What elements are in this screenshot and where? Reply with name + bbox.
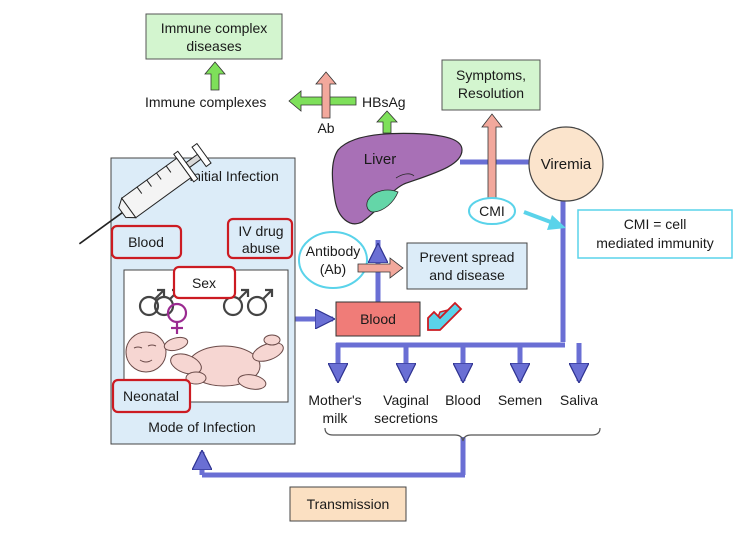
symptoms-line1: Symptoms, (456, 67, 526, 83)
cmi-label: CMI (479, 203, 505, 219)
syringe-illustration (78, 142, 212, 245)
prevent-line1: Prevent spread (420, 249, 515, 265)
prevent-spread-box (406, 242, 528, 290)
fluid-mothers-milk-line2: milk (323, 410, 349, 426)
gender-symbols-right (222, 288, 274, 317)
antibody-highlight (298, 231, 368, 289)
sex-box (172, 265, 237, 300)
arrow-antibody-to-prevent (357, 257, 404, 279)
cmi-note-line2: mediated immunity (596, 235, 714, 251)
symptoms-box (441, 59, 541, 111)
arrow-ab-up (315, 71, 337, 119)
sex-label: Sex (192, 275, 216, 291)
fluids-bracket (324, 427, 601, 442)
transmission-label: Transmission (307, 496, 390, 512)
liver-label: Liver (364, 151, 397, 168)
fluid-saliva: Saliva (560, 392, 598, 408)
blood-center-box (335, 301, 421, 337)
infection-blood-label: Blood (128, 234, 164, 250)
arrow-complexes-to-diseases (204, 61, 226, 91)
immune-complex-diseases-box (145, 13, 283, 60)
iv-drug-line2: abuse (242, 240, 280, 256)
immune-complex-diseases-line1: Immune complex (161, 20, 268, 36)
immune-complex-diseases-line2: diseases (186, 38, 241, 54)
infection-blood-box (110, 224, 183, 260)
fluid-semen: Semen (498, 392, 542, 408)
arrow-cmi-to-symptoms (481, 113, 503, 199)
blood-pointer-arrow-body (427, 301, 463, 331)
iv-drug-box (226, 217, 294, 260)
infection-panel-title: Initial Infection (189, 168, 279, 184)
symptoms-line2: Resolution (458, 85, 524, 101)
viremia-circle (528, 126, 604, 202)
transmission-box (289, 486, 407, 522)
hbsag-label: HBsAg (362, 94, 406, 110)
viremia-label: Viremia (541, 156, 592, 173)
infection-panel-footer: Mode of Infection (148, 419, 255, 435)
antibody-line2: (Ab) (320, 261, 346, 277)
neonatal-label: Neonatal (123, 388, 179, 404)
blue-arrowheads (202, 245, 579, 475)
ab-label: Ab (317, 120, 334, 136)
blood-center-label: Blood (360, 311, 396, 327)
liver-illustration (331, 132, 463, 225)
immune-complexes-label: Immune complexes (145, 94, 266, 110)
fluid-blood: Blood (445, 392, 481, 408)
fluid-vaginal-line2: secretions (374, 410, 438, 426)
gender-symbols-left (138, 288, 188, 334)
arrow-liver-to-hbsag (376, 110, 398, 134)
cmi-note-line1: CMI = cell (624, 216, 687, 232)
cmi-note-arrow-head (547, 215, 566, 230)
baby-face (133, 344, 157, 363)
cmi-highlight (468, 197, 516, 225)
cmi-note-box (577, 209, 733, 259)
prevent-line2: and disease (429, 267, 505, 283)
fluid-mothers-milk-line1: Mother's (308, 392, 361, 408)
fluid-vaginal-line1: Vaginal (383, 392, 429, 408)
iv-drug-line1: IV drug (238, 223, 283, 239)
baby-illustration (125, 331, 284, 390)
antibody-line1: Antibody (306, 243, 360, 259)
neonatal-box (111, 378, 192, 414)
